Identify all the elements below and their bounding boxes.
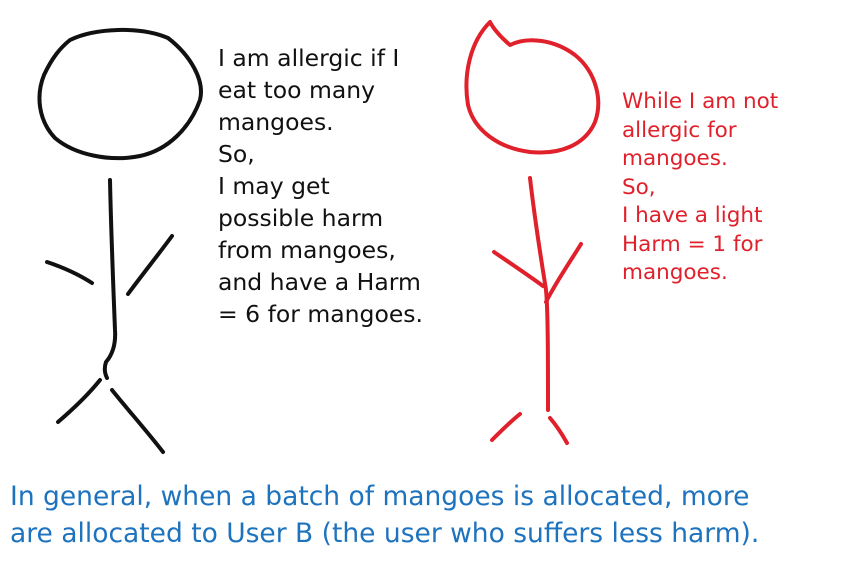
stick-figures-illustration: [37, 20, 601, 454]
user-a-caption: I am allergic if I eat too many mangoes.…: [218, 44, 424, 328]
user-b-right-arm: [544, 242, 583, 304]
user-b-body: [528, 176, 550, 412]
user-a-stick-figure: [37, 27, 203, 454]
user-a-right-arm: [126, 234, 174, 296]
conclusion-text: In general, when a batch of mangoes is a…: [10, 481, 760, 549]
user-b-stick-figure: [464, 20, 601, 445]
user-a-left-arm: [45, 260, 94, 285]
user-b-head: [464, 20, 601, 155]
user-b-right-leg: [548, 416, 569, 445]
user-b-left-leg: [490, 412, 522, 442]
user-a-left-leg: [56, 378, 102, 424]
user-b-caption: While I am not allergic for mangoes. So,…: [622, 89, 779, 285]
user-b-left-arm: [492, 250, 545, 288]
user-a-body: [102, 178, 118, 380]
user-a-right-leg: [110, 388, 165, 454]
user-a-head: [37, 27, 203, 161]
